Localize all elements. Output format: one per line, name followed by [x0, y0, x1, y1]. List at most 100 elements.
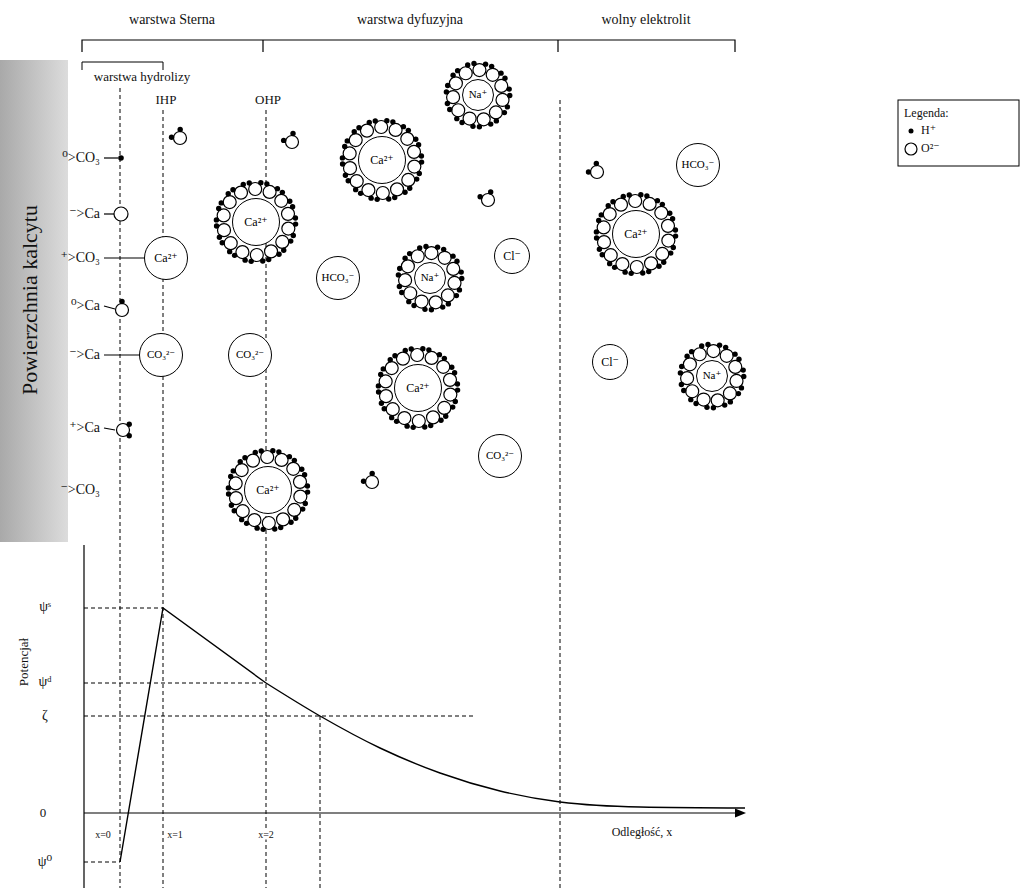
ion-label: Ca²⁺ — [256, 484, 279, 497]
oxygen-atom — [437, 360, 450, 373]
hydrogen-atom — [621, 194, 626, 199]
hydrogen-atom — [688, 397, 693, 402]
hydrogen-atom — [226, 485, 231, 490]
water-molecule — [399, 287, 417, 305]
ion-circle: HCO₃⁻ — [316, 256, 360, 300]
ion-circle: CO₃²⁻ — [478, 434, 522, 478]
hydrogen-atom — [693, 401, 698, 406]
hydrogen-atom — [227, 249, 232, 254]
oxygen-atom — [396, 352, 409, 365]
hydrogen-atom — [678, 370, 683, 375]
hydrogen-atom — [455, 387, 460, 392]
hydrogen-atom — [689, 349, 694, 354]
oxygen-atom — [288, 503, 301, 516]
hydrogen-atom — [441, 247, 446, 252]
hydrogen-atom — [231, 468, 236, 473]
water-molecule — [438, 247, 456, 265]
hydrogen-atom — [458, 269, 463, 274]
oxygen-atom — [425, 351, 438, 364]
layer-label: warstwa Sterna — [129, 12, 215, 27]
ion-label: Na⁺ — [703, 370, 722, 382]
hydrogen-atom — [293, 221, 298, 226]
distance-tick: x=1 — [165, 829, 185, 840]
hydrogen-atom — [594, 229, 599, 234]
hydrogen-atom — [390, 119, 395, 124]
ion-label: Ca²⁺ — [406, 382, 429, 395]
water-molecule — [169, 127, 187, 145]
hydrogen-atom — [392, 353, 397, 358]
oxygen-atom — [591, 166, 604, 179]
hydrogen-atom — [353, 187, 358, 192]
ion-circle: Cl⁻ — [592, 344, 628, 380]
layer-label: warstwa hydrolizy — [94, 70, 190, 84]
hydrogen-atom — [382, 406, 387, 411]
hydrogen-atom — [452, 370, 457, 375]
oxygen-atom — [427, 411, 440, 424]
oxygen-atom — [683, 358, 696, 371]
hydrogen-atom — [646, 269, 651, 274]
hydrogen-atom — [722, 402, 727, 407]
hydrogen-atom — [119, 299, 124, 304]
hydrogen-atom — [399, 290, 404, 295]
hydrogen-atom — [214, 217, 219, 222]
ion-label: CO₃²⁻ — [147, 349, 175, 361]
hydrogen-atom — [302, 472, 307, 477]
hydrogen-atom — [488, 121, 493, 126]
ion-circle: Ca²⁺ — [394, 364, 442, 412]
water-molecule — [681, 385, 699, 403]
ion-circle: Ca²⁺ — [244, 466, 292, 514]
hydrogen-atom — [409, 346, 414, 351]
water-molecule — [599, 203, 617, 221]
water-molecule — [376, 389, 393, 406]
oxygen-atom — [174, 132, 187, 145]
ion-circle: Na⁺ — [696, 360, 728, 392]
surface-group: ⁻>Ca — [69, 347, 100, 362]
legend-text: H⁺ — [921, 124, 936, 137]
hydrogen-atom — [242, 257, 247, 262]
hydrogen-atom — [226, 491, 231, 496]
hydrogen-atom — [394, 419, 399, 424]
hydrogen-atom — [681, 388, 686, 393]
water-molecule — [277, 513, 294, 530]
psi-d-guide — [84, 683, 266, 684]
ion-label: Ca²⁺ — [370, 154, 393, 167]
oxygen-atom — [236, 505, 249, 518]
surface-group: ⁺>Ca — [69, 420, 100, 435]
water-molecule — [392, 348, 409, 365]
water-molecule — [407, 245, 424, 262]
hydrogen-atom — [404, 423, 409, 428]
water-molecule — [661, 216, 678, 233]
hydrogen-atom — [219, 200, 224, 205]
hydrogen-atom — [483, 61, 488, 66]
ion-label: CO₃²⁻ — [236, 349, 264, 361]
hydrogen-atom — [471, 61, 476, 66]
oxygen-atom — [235, 464, 248, 477]
oxygen-atom — [223, 196, 236, 209]
hydrogen-atom — [407, 186, 412, 191]
water-molecule — [495, 76, 512, 93]
plane-label: IHP — [156, 93, 177, 107]
oxygen-atom — [246, 454, 259, 467]
hydrogen-atom — [280, 190, 285, 195]
hydrogen-atom — [711, 405, 716, 410]
hydrogen-atom — [453, 399, 458, 404]
distance-tick: x=2 — [256, 829, 276, 840]
hydrogen-atom — [217, 235, 222, 240]
water-molecule — [381, 357, 399, 375]
hydrogen-atom — [376, 383, 381, 388]
hydrogen-atom — [401, 124, 406, 129]
oxygen-atom — [350, 175, 363, 188]
water-molecule — [594, 235, 611, 252]
oxygen-atom — [452, 104, 465, 117]
oxygen-atom — [398, 412, 411, 425]
water-molecule — [489, 106, 507, 124]
hydrogen-atom — [470, 124, 475, 129]
water-molecule — [447, 104, 465, 122]
hydrogen-atom — [488, 189, 493, 194]
oxygen-atom — [729, 360, 742, 373]
calcite-surface-band — [0, 60, 68, 542]
water-molecule — [248, 248, 265, 264]
hydrogen-atom — [229, 503, 234, 508]
hydrogen-atom — [169, 135, 174, 140]
water-molecule — [723, 387, 741, 405]
